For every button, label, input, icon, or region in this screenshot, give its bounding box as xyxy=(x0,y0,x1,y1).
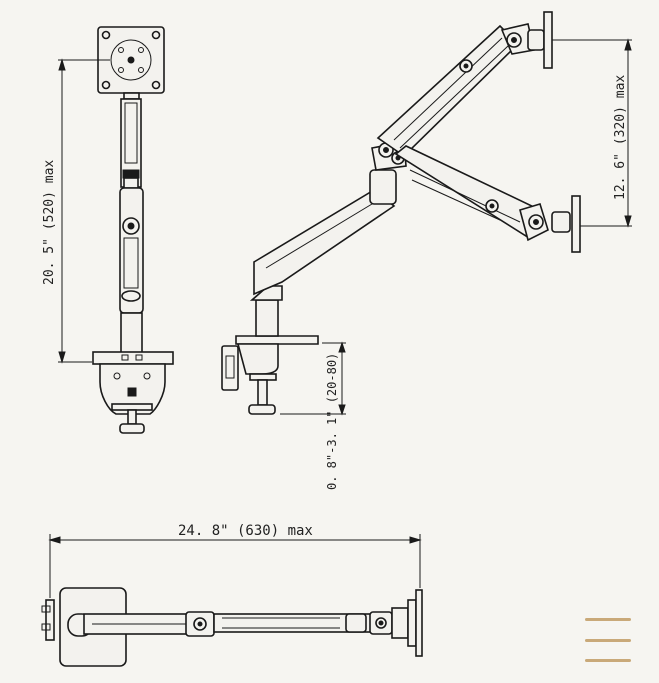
clamp-range-dimension: 0. 8"-3. 1" (20-80) xyxy=(280,341,346,490)
vertical-range-label: 12. 6" (320) max xyxy=(613,75,628,200)
height-max-label: 20. 5" (520) max xyxy=(42,160,57,285)
side-upper-arm-raised xyxy=(376,24,520,158)
side-clamp-knob xyxy=(248,404,276,415)
vertical-range-dimension: 12. 6" (320) max xyxy=(552,38,632,228)
top-monitor-plate xyxy=(415,589,423,657)
monitor-plate-lowered xyxy=(571,195,581,253)
menu-bar xyxy=(585,638,631,642)
monitor-plate-raised xyxy=(543,11,553,69)
menu-bar xyxy=(585,659,631,662)
front-clamp-knob xyxy=(119,423,145,434)
clamp-range-label: 0. 8"-3. 1" (20-80) xyxy=(325,353,339,490)
height-dimension: 20. 5" (520) max xyxy=(42,58,110,364)
top-view xyxy=(41,587,423,667)
menu-bar xyxy=(585,618,631,621)
reach-dimension: 24. 8" (630) max xyxy=(48,523,422,598)
side-view xyxy=(221,11,581,415)
side-upper-arm-lowered xyxy=(394,145,537,238)
front-base-plate xyxy=(92,351,174,365)
reach-max-label: 24. 8" (630) max xyxy=(178,523,313,539)
front-view xyxy=(92,26,174,434)
side-lower-arm xyxy=(253,189,396,296)
hamburger-menu-icon[interactable] xyxy=(585,618,631,662)
side-clamp-body xyxy=(221,345,239,391)
